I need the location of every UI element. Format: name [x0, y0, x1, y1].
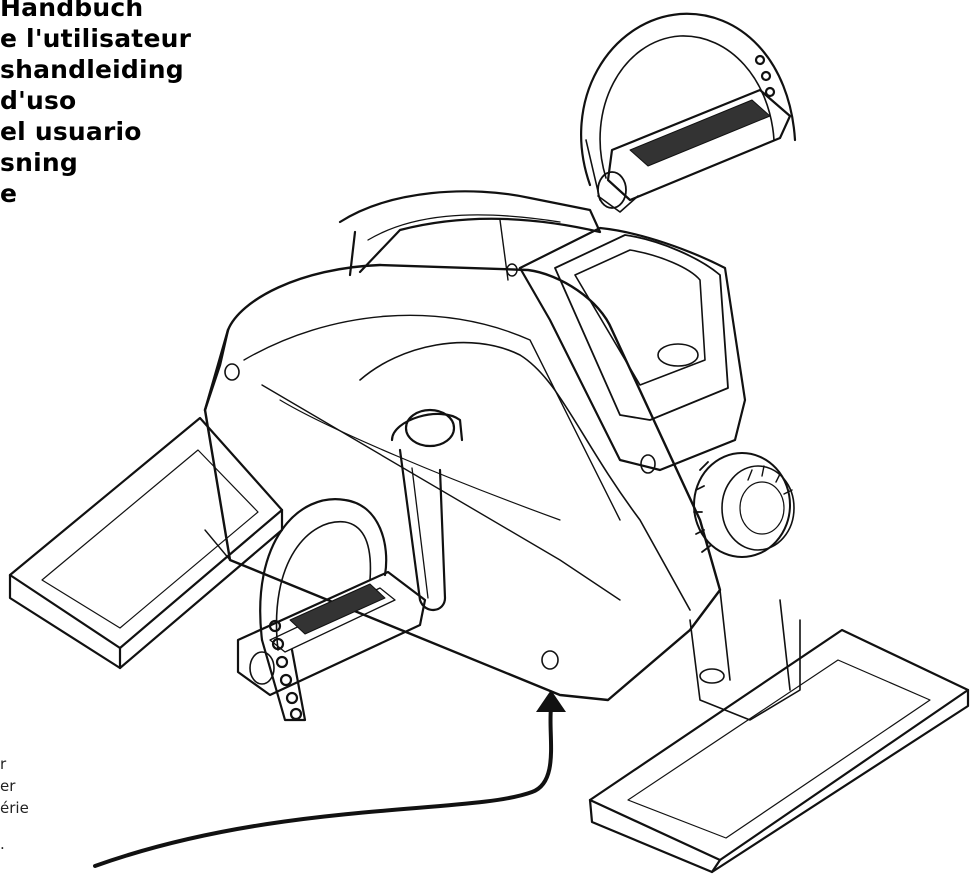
text-fragment: érie	[0, 799, 29, 817]
title-line-fr: e l'utilisateur	[0, 24, 192, 53]
main-housing	[203, 263, 722, 702]
title-line-es: el usuario	[0, 117, 142, 146]
right-stabilizer-foot	[588, 628, 970, 874]
title-line-other: e	[0, 179, 18, 208]
arrow-head-icon	[536, 690, 566, 712]
text-fragment: .	[0, 835, 5, 853]
title-line-sv: sning	[0, 148, 78, 177]
title-line-de: Handbuch	[0, 0, 144, 22]
text-fragment: er	[0, 777, 16, 795]
mode-button	[657, 343, 699, 367]
housing-details	[689, 589, 801, 721]
manual-title-list: aus Handbuch e l'utilisateur shandleidin…	[0, 0, 191, 209]
display-console	[518, 226, 747, 472]
callout-arrow	[93, 690, 566, 868]
carry-handle	[338, 190, 602, 281]
tension-knob	[693, 452, 795, 558]
text-fragment: r	[0, 755, 7, 773]
left-stabilizer-foot	[8, 416, 284, 670]
lcd-screen	[574, 249, 706, 386]
front-crank-arm	[390, 408, 464, 611]
title-line-it: d'uso	[0, 86, 77, 115]
front-pedal	[236, 498, 427, 722]
rear-pedal	[580, 12, 797, 213]
title-line-nl: shandleiding	[0, 55, 184, 84]
